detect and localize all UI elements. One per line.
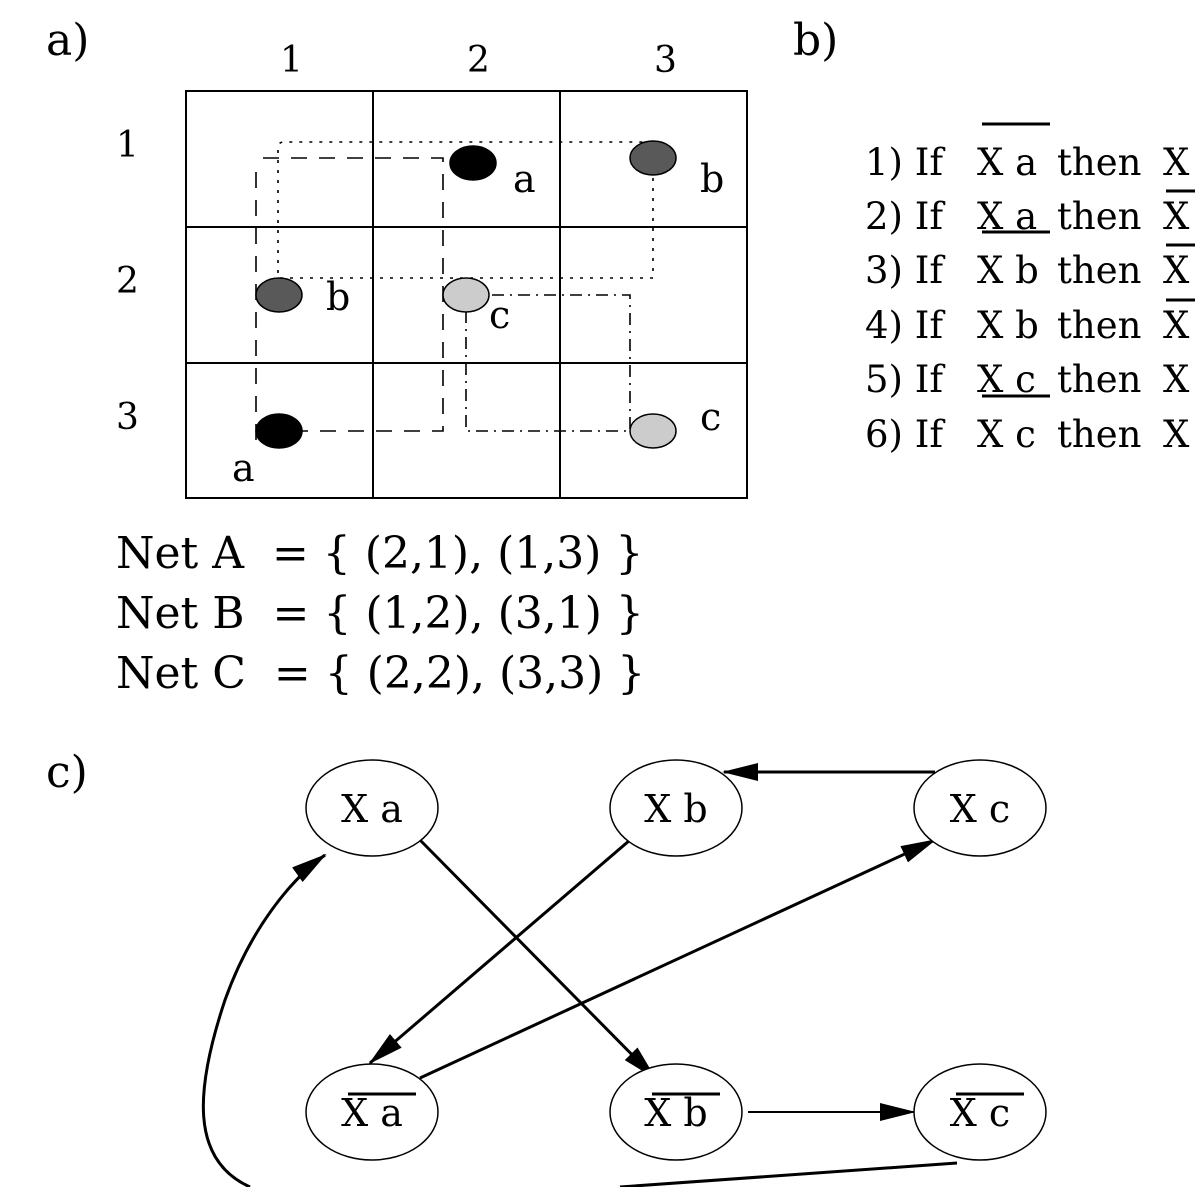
row-label: 3: [116, 397, 139, 438]
rule-prefix: 6) If: [865, 413, 945, 456]
rule: 5) If X c then X: [865, 358, 1190, 401]
pin-a: [449, 145, 497, 181]
graph-node-xa: X a: [305, 759, 439, 857]
rule-antecedent: X b: [977, 304, 1039, 347]
graph-nodes: X a X b X c X a X b X c: [305, 759, 1047, 1161]
rule-then: then: [1057, 141, 1141, 184]
row-labels: 1 2 3: [116, 125, 139, 438]
panel-label-c: c): [46, 747, 88, 798]
column-labels: 1 2 3: [280, 40, 677, 81]
rule-antecedent: X a: [977, 141, 1037, 184]
edge-xa-nxb: [418, 838, 657, 1080]
rule-consequent: X: [1163, 358, 1190, 401]
node-label: X b: [644, 1091, 707, 1135]
rule-prefix: 4) If: [865, 304, 945, 347]
graph-edges: [201, 763, 958, 1187]
rule-then: then: [1057, 195, 1141, 238]
row-label: 2: [116, 261, 139, 302]
node-ellipse: [609, 759, 743, 857]
net-definition: Net C = { (2,2), (3,3) }: [116, 648, 645, 699]
net-definition: Net A = { (2,1), (1,3) }: [116, 528, 643, 579]
node-label: X b: [644, 787, 707, 831]
node-ellipse: [305, 759, 439, 857]
pin-c: [442, 277, 490, 313]
net-definition: Net B = { (1,2), (3,1) }: [116, 588, 644, 639]
column-label: 2: [467, 40, 490, 81]
pin-label: a: [232, 446, 255, 490]
pin-label: a: [513, 157, 536, 201]
graph-node-xb: X b: [609, 759, 743, 857]
rule-prefix: 2) If: [865, 195, 945, 238]
column-label: 1: [280, 40, 303, 81]
routing-grid: [185, 90, 748, 499]
node-label: X c: [950, 787, 1010, 831]
pin-label: b: [700, 157, 724, 201]
rule-then: then: [1057, 249, 1141, 292]
pin-label: b: [326, 275, 350, 319]
pins: a a b b c c: [232, 140, 724, 490]
edge-nxc-xa: [201, 855, 958, 1187]
rule-prefix: 5) If: [865, 358, 945, 401]
rule: 1) If X a then X: [865, 122, 1190, 184]
rule-then: then: [1057, 358, 1141, 401]
node-ellipse: [913, 1063, 1047, 1161]
rule-prefix: 1) If: [865, 141, 945, 184]
rule-then: then: [1057, 413, 1141, 456]
node-label: X a: [341, 787, 403, 831]
row-label: 1: [116, 125, 139, 166]
rule-consequent: X: [1163, 304, 1190, 347]
net-definitions: Net A = { (2,1), (1,3) } Net B = { (1,2)…: [116, 528, 645, 699]
rule-consequent: X: [1163, 195, 1190, 238]
graph-node-nxc: X c: [913, 1063, 1047, 1161]
rule-antecedent: X c: [977, 413, 1036, 456]
graph-node-nxa: X a: [305, 1063, 439, 1161]
rule-prefix: 3) If: [865, 249, 945, 292]
rule-consequent: X: [1163, 413, 1190, 456]
graph-node-xc: X c: [913, 759, 1047, 857]
rule-consequent: X: [1163, 249, 1190, 292]
panel-label-a: a): [46, 15, 89, 66]
graph-node-nxb: X b: [609, 1063, 743, 1161]
rule-consequent: X: [1163, 141, 1190, 184]
pin-b: [255, 277, 303, 313]
pin-c: [629, 413, 677, 449]
node-label: X c: [950, 1091, 1010, 1135]
node-ellipse: [609, 1063, 743, 1161]
column-label: 3: [654, 40, 677, 81]
rule-then: then: [1057, 304, 1141, 347]
pin-label: c: [489, 293, 510, 337]
node-ellipse: [913, 759, 1047, 857]
panel-label-b: b): [793, 15, 838, 66]
rule: 3) If X b then X: [865, 230, 1195, 292]
node-label: X a: [341, 1091, 403, 1135]
pin-b: [629, 140, 677, 176]
pin-a: [255, 413, 303, 449]
rule: 6) If X c then X: [865, 394, 1190, 456]
edge-nxa-xc: [419, 838, 937, 1080]
node-ellipse: [305, 1063, 439, 1161]
rule-antecedent: X b: [977, 249, 1039, 292]
rule: 4) If X b then X: [865, 298, 1195, 347]
edge-xb-nxa: [368, 838, 631, 1065]
pin-label: c: [700, 395, 721, 439]
rule-antecedent: X c: [977, 358, 1036, 401]
net-c-route: [465, 294, 631, 432]
